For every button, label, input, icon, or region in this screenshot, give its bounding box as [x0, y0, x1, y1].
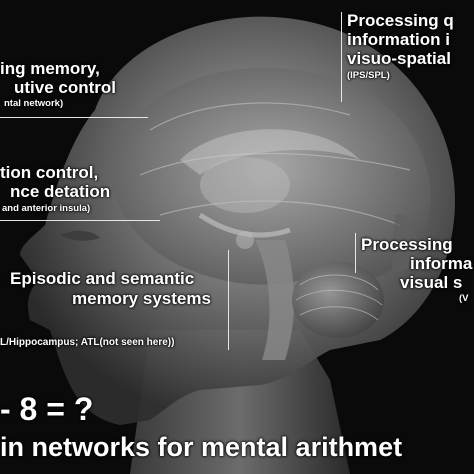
working-memory-label-line1: ing memory,	[0, 59, 100, 78]
attention-control-line1: tion control,	[0, 163, 99, 182]
thalamus	[200, 157, 290, 213]
corpus-callosum	[180, 129, 360, 175]
episodic-memory-sublabel: L/Hippocampus; ATL(not seen here))	[0, 337, 175, 348]
processing-quantity-rule	[341, 12, 342, 102]
processing-visual-rule	[355, 233, 356, 273]
processing-quantity-line1: Processing q	[347, 11, 454, 30]
working-memory-sublabel: ntal network)	[4, 98, 64, 109]
episodic-memory-line2: memory systems	[72, 289, 211, 308]
processing-quantity-line3: visuo-spatial	[347, 49, 451, 68]
processing-quantity-line2: information i	[347, 30, 450, 49]
brainstem	[255, 240, 295, 360]
processing-visual-line1: Processing	[361, 235, 453, 254]
processing-visual-line2: informa	[410, 254, 473, 273]
processing-visual-line3: visual s	[400, 273, 463, 292]
processing-visual-sublabel: (V	[459, 293, 469, 304]
cerebellum	[292, 262, 384, 338]
attention-control-rule	[0, 220, 160, 221]
working-memory-rule	[0, 117, 148, 118]
processing-quantity-sublabel: (IPS/SPL)	[347, 70, 390, 81]
eye	[60, 230, 100, 241]
working-memory-label-line2: utive control	[14, 78, 117, 97]
attention-control-line2: nce detation	[10, 182, 111, 201]
episodic-memory-line1: Episodic and semantic	[10, 269, 195, 288]
brain-folds	[139, 102, 411, 226]
episodic-memory-rule	[228, 250, 229, 350]
brain-cortex	[110, 67, 431, 285]
ear	[392, 214, 417, 272]
footer-title: in networks for mental arithmet	[0, 432, 403, 462]
attention-control-sublabel: and anterior insula)	[2, 203, 91, 214]
equation-text: - 8 = ?	[0, 391, 94, 427]
